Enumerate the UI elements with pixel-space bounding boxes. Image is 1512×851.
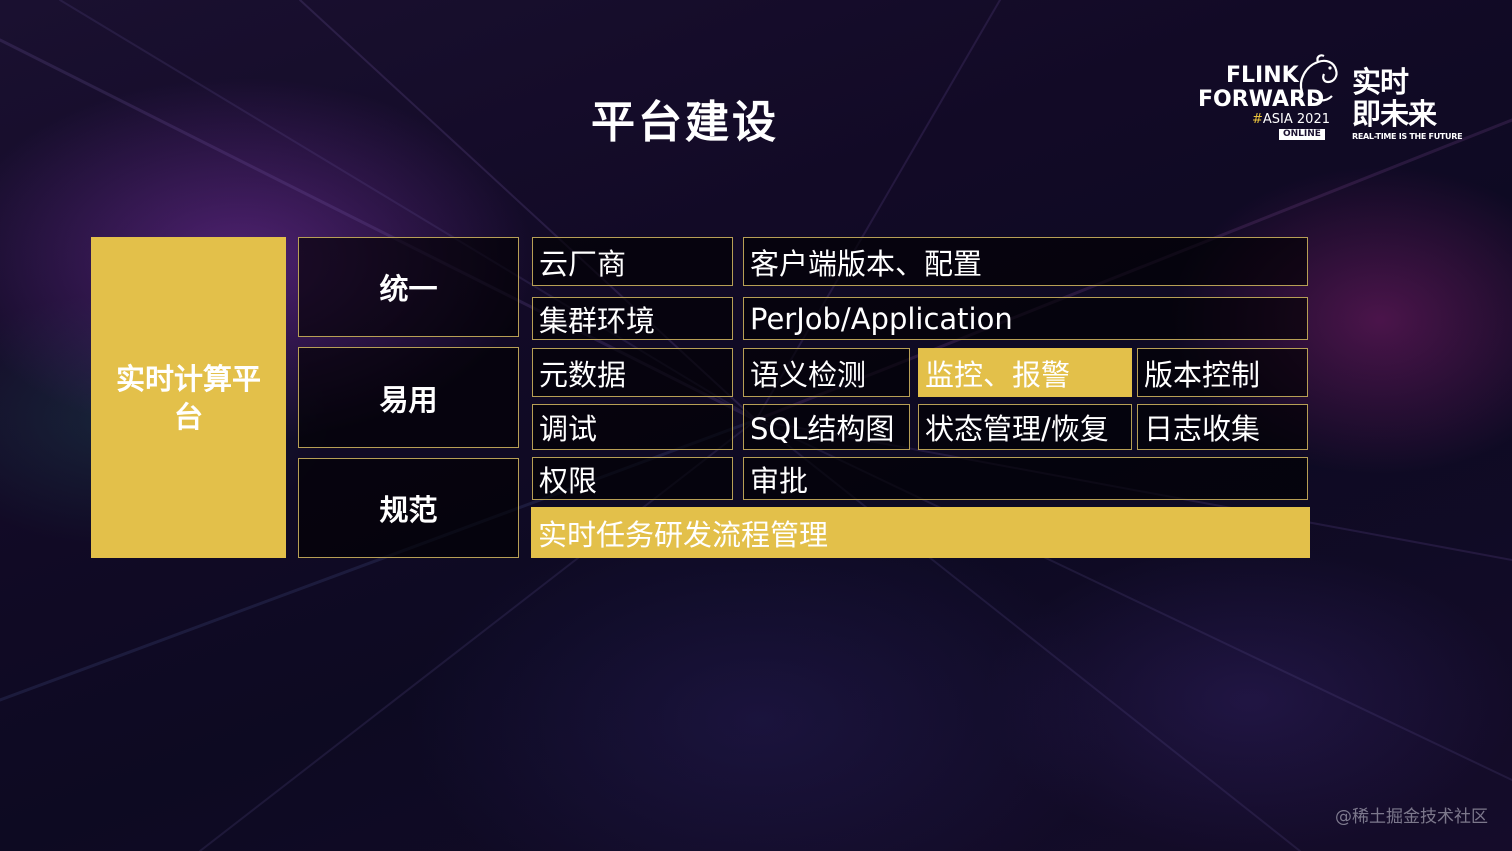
feature-dev-process-management: 实时任务研发流程管理 (531, 507, 1310, 558)
feature-version-control: 版本控制 (1137, 348, 1308, 397)
platform-box: 实时计算平台 (91, 237, 286, 558)
feature-approval: 审批 (743, 457, 1308, 500)
feature-sql-graph: SQL结构图 (743, 404, 910, 450)
feature-perjob-application: PerJob/Application (743, 297, 1308, 340)
feature-cloud-vendor: 云厂商 (532, 237, 733, 286)
feature-debug: 调试 (532, 404, 733, 450)
category-unify: 统一 (298, 237, 519, 337)
logo-hash: # (1252, 112, 1263, 127)
slide-title: 平台建设 (591, 97, 779, 148)
feature-metadata: 元数据 (532, 348, 733, 397)
category-standard: 规范 (298, 458, 519, 558)
logo-en-slogan: REAL-TIME IS THE FUTURE (1352, 132, 1463, 141)
category-usability: 易用 (298, 347, 519, 448)
logo-cn-line2: 即未来 (1352, 97, 1437, 131)
feature-state-management: 状态管理/恢复 (918, 404, 1132, 450)
logo-asia-text: #ASIA 2021 (1252, 112, 1330, 127)
feature-permission: 权限 (532, 457, 733, 500)
feature-client-version: 客户端版本、配置 (743, 237, 1308, 286)
logo-asia-label: ASIA 2021 (1262, 112, 1330, 127)
squirrel-icon (1299, 54, 1338, 102)
logo-forward-text: FORWARD (1198, 87, 1325, 112)
feature-semantic-check: 语义检测 (743, 348, 910, 397)
logo-cn-line1: 实时 (1352, 65, 1409, 99)
feature-cluster-env: 集群环境 (532, 297, 733, 340)
flink-forward-logo: FLINK FORWARD #ASIA 2021 ONLINE 实时 即未来 R… (1196, 52, 1463, 148)
logo-online-badge: ONLINE (1279, 129, 1325, 140)
feature-log-collection: 日志收集 (1137, 404, 1308, 450)
logo-flink-text: FLINK (1226, 63, 1299, 88)
watermark: @稀土掘金技术社区 (1335, 807, 1488, 827)
feature-monitoring-alert: 监控、报警 (918, 348, 1132, 397)
